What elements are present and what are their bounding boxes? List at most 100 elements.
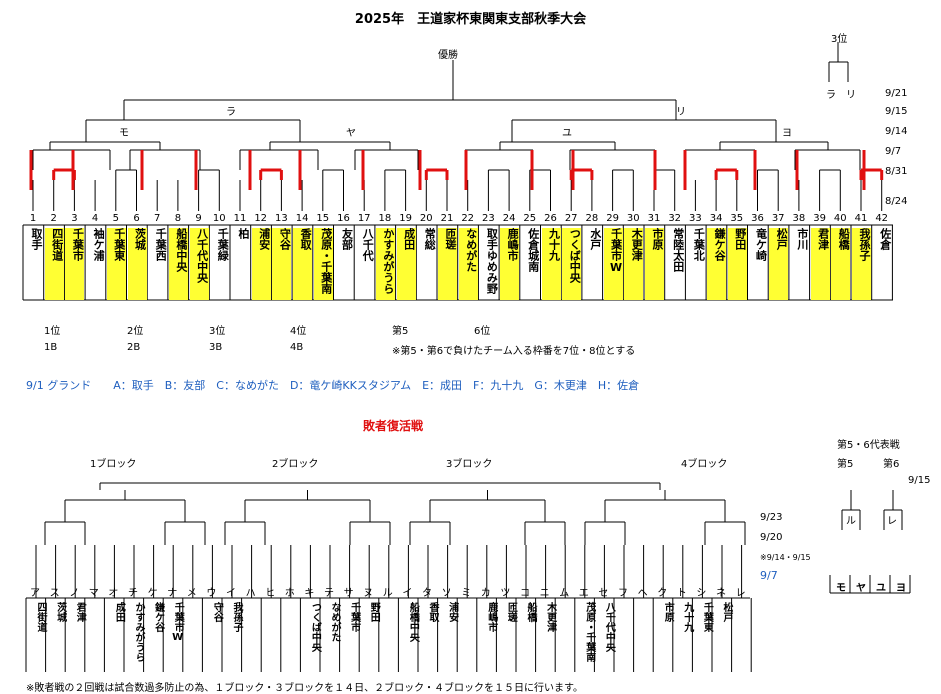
consolation-team: 香取 (427, 602, 438, 622)
rank-2: 2位 (127, 326, 144, 337)
team-number: 40 (833, 213, 847, 224)
team-number: 6 (133, 213, 140, 224)
team-number: 8 (174, 213, 182, 224)
consolation-slot-label: ホ (284, 588, 295, 599)
cblock-3: 3ブロック (446, 459, 493, 470)
fifth-sixth-slot: ヨ (896, 583, 906, 594)
team-number: 3 (71, 213, 78, 224)
consolation-team: 野田 (368, 602, 380, 622)
consolation-slot-label: ニ (539, 588, 550, 599)
team-number: 1 (29, 213, 37, 224)
consolation-slot-label: ト (676, 588, 687, 599)
consolation-team: 千葉東 (701, 602, 713, 632)
consolation-slot-label: ヌ (363, 588, 374, 599)
team-name: 千葉西 (154, 228, 168, 261)
consolation-team: 四街道 (35, 602, 46, 632)
team-number: 25 (523, 213, 537, 224)
consolation-slot-label: ル (382, 588, 393, 599)
fifth-sixth-slot: ユ (876, 583, 886, 594)
footnote: ※敗者戦の２回戦は試合数過多防止の為、１ブロック・３ブロックを１４日、２ブロック… (26, 683, 583, 694)
page-title: 2025年 王道家杯東関東支部秋季大会 (354, 12, 587, 27)
consolation-team: 船橋 (525, 602, 536, 622)
top-date: 9/15 (885, 106, 908, 117)
consolation-team: かすみがうら (133, 602, 144, 662)
team-name: 茨城 (127, 228, 147, 300)
team-name: 市原 (645, 228, 664, 300)
team-name: 取手 (30, 228, 43, 250)
team-name: 八千代 (361, 228, 375, 261)
top-date: 9/14 (885, 126, 908, 137)
consolation-team: 市原 (662, 602, 674, 622)
team-name: 市川 (795, 228, 809, 250)
team-number: 42 (875, 213, 889, 224)
consolation-team: 君津 (74, 602, 86, 622)
team-name: 千葉市W (603, 228, 623, 300)
team-name: 守谷 (272, 228, 292, 300)
team-name: 竜ケ崎 (754, 228, 768, 261)
consolation-slot-label: オ (108, 588, 119, 599)
team-number: 17 (357, 213, 371, 224)
team-name: 香取 (293, 228, 313, 300)
team-number: 38 (792, 213, 806, 224)
team-number: 18 (378, 213, 392, 224)
rank-6: 6位 (474, 326, 491, 337)
team-number: 32 (668, 213, 682, 224)
consolation-slot-label: ツ (500, 588, 511, 599)
team-name: 匝瑳 (438, 228, 457, 300)
team-name: 八千代中央 (189, 228, 209, 300)
consolation-slot-label: セ (598, 588, 609, 599)
consolation-team: 木更津 (544, 602, 556, 632)
team-name: 松戸 (769, 228, 789, 300)
team-number: 33 (689, 213, 702, 224)
team-number: 4 (91, 213, 99, 224)
cdate-2: 9/20 (760, 532, 783, 543)
consolation-team: 成田 (113, 602, 125, 622)
consolation-slot-label: メ (186, 588, 197, 599)
consolation-team: 鹿嶋市 (485, 602, 497, 632)
rank-1: 1位 (44, 326, 61, 337)
team-name: 常陸太田 (671, 228, 685, 272)
cdate-3: ※9/14・9/15 (760, 553, 811, 562)
team-name: 佐倉 (878, 228, 892, 250)
team-number: 23 (482, 213, 495, 224)
team-name: 九十九 (541, 228, 561, 300)
team-name: 佐倉城南 (526, 228, 540, 272)
team-number: 31 (647, 213, 661, 224)
consolation-slot-label: マ (88, 588, 99, 599)
consolation-slot-label: ヒ (265, 588, 276, 599)
team-number: 26 (544, 213, 557, 224)
third-label: 3位 (831, 34, 848, 45)
consolation-slot-label: エ (578, 588, 589, 599)
team-number: 13 (275, 213, 288, 224)
top-date: 8/24 (885, 196, 908, 207)
winner-label: 優勝 (438, 50, 458, 61)
top-date: 9/7 (885, 146, 902, 157)
block-label: ユ (562, 128, 572, 139)
consolation-team: なめがた (329, 602, 340, 642)
top-date: 9/21 (885, 88, 908, 99)
team-number: 7 (154, 213, 161, 224)
team-name: 常総 (423, 228, 437, 250)
consolation-title: 敗者復活戦 (363, 419, 424, 433)
consolation-slot-label: ケ (147, 588, 158, 599)
team-name: 柏 (237, 228, 250, 239)
team-name: 成田 (396, 228, 416, 300)
team-number: 20 (419, 213, 433, 224)
consolation-slot-label: ネ (716, 588, 726, 599)
block-label: モ (119, 128, 129, 139)
consolation-slot-label: カ (480, 588, 491, 599)
consolation-slot-label: サ (343, 588, 354, 599)
team-name: 船橋 (831, 228, 851, 300)
fifth-sixth-slot: モ (836, 583, 846, 594)
team-name: 千葉緑 (216, 228, 230, 261)
rank-5: 第5 (392, 326, 409, 337)
fifth-sixth-slot: ヤ (856, 583, 866, 594)
team-number: 37 (771, 213, 785, 224)
cblock-4: 4ブロック (681, 459, 728, 470)
team-name: 船橋中央 (168, 228, 188, 300)
team-name: 四街道 (44, 228, 64, 300)
team-number: 11 (233, 213, 247, 224)
rank-4b: 4B (290, 342, 304, 353)
consolation-slot-label: ア (30, 588, 40, 599)
team-name: 浦安 (251, 228, 271, 300)
